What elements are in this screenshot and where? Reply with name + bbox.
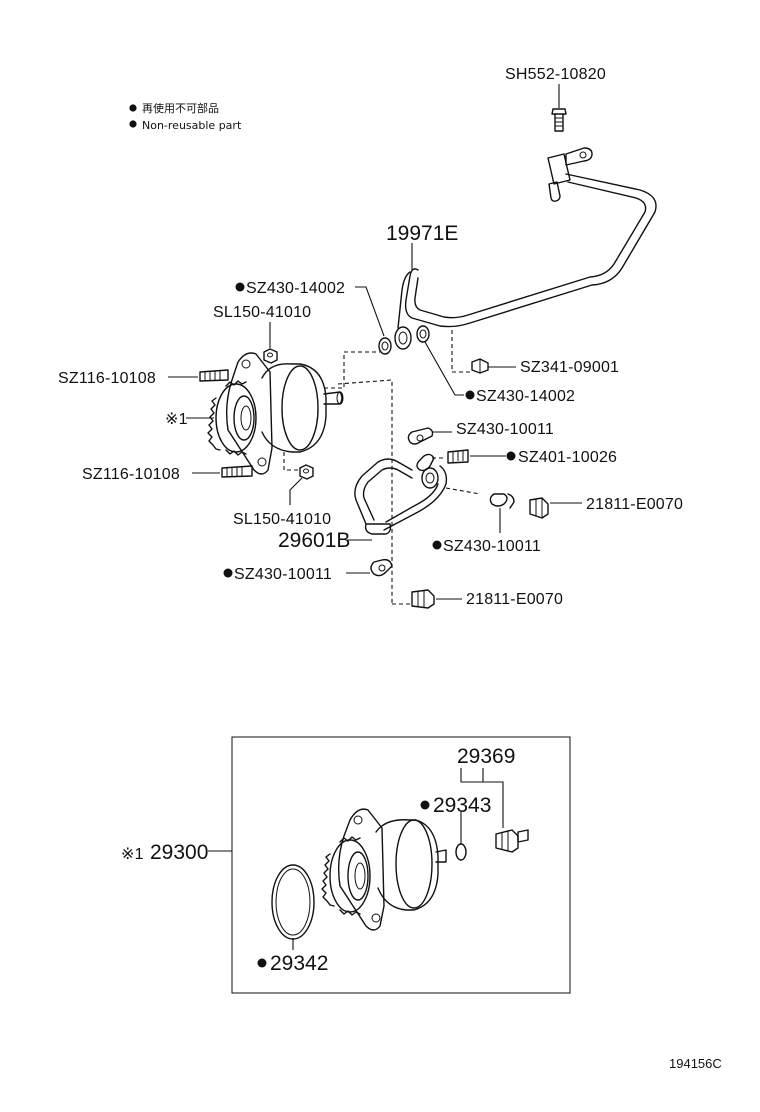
non-reusable-bullet-icon — [223, 568, 233, 578]
non-reusable-bullet-icon — [420, 800, 430, 810]
nut-sl150-41010 — [263, 348, 314, 480]
label-21811-e0070-right[interactable]: 21811-E0070 — [586, 496, 683, 513]
oil-pipe-19971e — [394, 147, 657, 350]
label-29601b[interactable]: 29601B — [278, 529, 350, 552]
label-sl150-41010-top[interactable]: SL150-41010 — [213, 304, 311, 321]
hose-29601b — [354, 458, 448, 535]
label-sz430-10011-left[interactable]: SZ430-10011 — [234, 566, 332, 583]
non-reusable-bullet-icon — [235, 282, 245, 292]
label-sz430-14002-bottom[interactable]: SZ430-14002 — [476, 388, 575, 405]
bolt-sh552-10820 — [551, 84, 567, 132]
label-sz430-10011-right[interactable]: SZ430-10011 — [443, 538, 541, 555]
label-sz430-10011-top[interactable]: SZ430-10011 — [456, 421, 554, 438]
gasket-29343 — [455, 843, 467, 861]
o-ring-29342 — [271, 864, 315, 940]
label-sz401-10026[interactable]: SZ401-10026 — [518, 449, 617, 466]
label-29300[interactable]: 29300 — [150, 841, 208, 864]
label-29342[interactable]: 29342 — [270, 952, 328, 975]
label-sz341-09001[interactable]: SZ341-09001 — [520, 359, 619, 376]
clip-sz430-10011 — [370, 427, 515, 577]
legend: 再使用不可部品 Non-reusable part — [129, 101, 242, 132]
vacuum-pump-assembly — [321, 808, 447, 931]
legend-text-en: Non-reusable part — [142, 119, 242, 132]
gasket-sz430-14002 — [378, 325, 430, 355]
non-reusable-bullet-icon — [129, 120, 137, 128]
non-reusable-bullet-icon — [506, 451, 516, 461]
label-mark1-bottom[interactable]: ※1 — [121, 846, 144, 863]
label-sh552-10820[interactable]: SH552-10820 — [505, 66, 606, 83]
label-19971e[interactable]: 19971E — [386, 222, 458, 245]
label-29369[interactable]: 29369 — [457, 745, 515, 768]
bolt-21811-e0070 — [411, 497, 549, 609]
bolt-sz401-10026 — [447, 449, 469, 464]
legend-text-ja: 再使用不可部品 — [142, 101, 219, 115]
non-reusable-bullet-icon — [129, 104, 137, 112]
label-21811-e0070-bottom[interactable]: 21811-E0070 — [466, 591, 563, 608]
assembly-box — [231, 736, 571, 994]
label-29343[interactable]: 29343 — [433, 794, 491, 817]
non-reusable-bullet-icon — [432, 540, 442, 550]
label-sz116-10108-bottom[interactable]: SZ116-10108 — [82, 466, 180, 483]
bolt-29369 — [495, 829, 529, 853]
label-sz116-10108-top[interactable]: SZ116-10108 — [58, 370, 156, 387]
vacuum-pump — [207, 352, 344, 475]
stud-sz116-10108 — [199, 369, 253, 478]
non-reusable-bullet-icon — [465, 390, 475, 400]
label-sz430-14002-top[interactable]: SZ430-14002 — [246, 280, 345, 297]
label-mark1-top[interactable]: ※1 — [165, 411, 188, 428]
label-sl150-41010-bottom[interactable]: SL150-41010 — [233, 511, 331, 528]
non-reusable-bullet-icon — [257, 958, 267, 968]
bolt-sz341-09001 — [471, 358, 489, 374]
figure-number: 194156C — [669, 1056, 722, 1071]
